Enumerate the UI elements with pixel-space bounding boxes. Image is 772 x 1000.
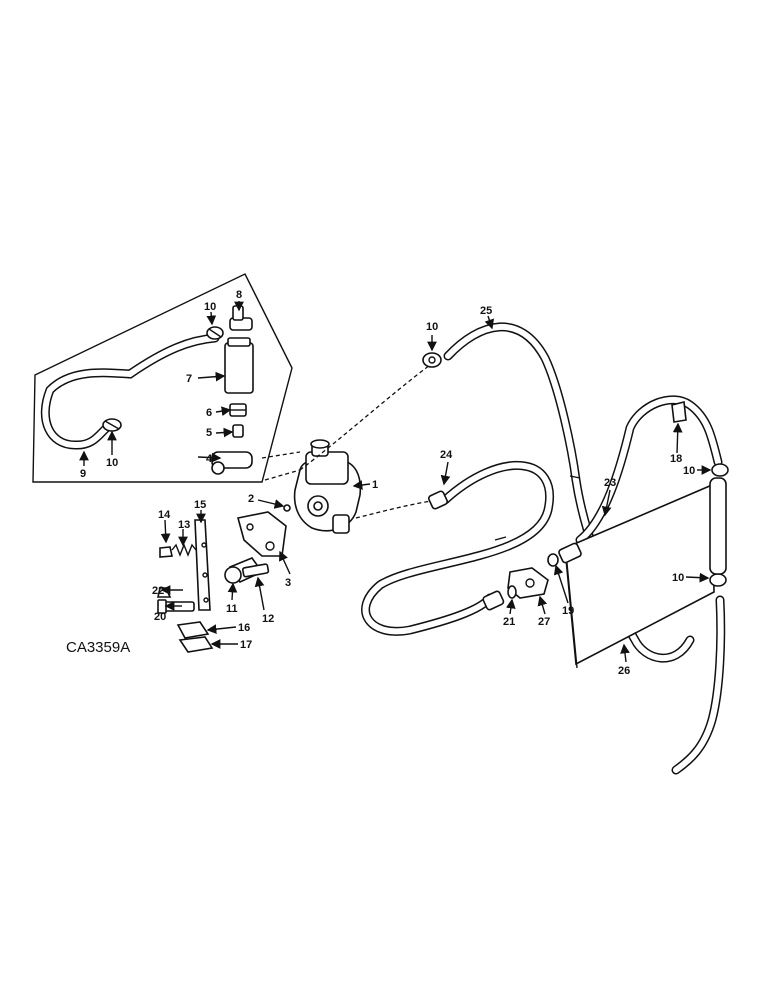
inlet-hose-nut xyxy=(482,590,505,611)
callout-2: 2 xyxy=(248,493,254,505)
inset-tee-fitting xyxy=(211,451,253,475)
oil-cooler xyxy=(564,483,715,669)
callout-8: 8 xyxy=(236,289,242,301)
return-hose-cut-line xyxy=(494,536,507,541)
callout-4: 4 xyxy=(206,453,213,465)
inset-panel xyxy=(32,273,293,483)
pump-mounting-bracket xyxy=(237,511,287,557)
o-ring xyxy=(507,585,517,599)
callout-25: 25 xyxy=(480,305,492,317)
lock-plate-lower xyxy=(178,636,214,653)
callout-10-inset-bottom: 10 xyxy=(106,457,118,469)
inset-check-ball xyxy=(232,424,244,438)
pressure-hose xyxy=(443,322,695,663)
pump-leader-lower xyxy=(355,499,439,519)
adjusting-strap xyxy=(194,519,211,611)
inset-hose-clamp-lower xyxy=(102,418,122,432)
diagram-reference-code: CA3359A xyxy=(66,639,130,656)
hose-tube-segment xyxy=(709,477,727,575)
callout-19: 19 xyxy=(562,605,574,617)
callout-18: 18 xyxy=(670,453,682,465)
callout-7: 7 xyxy=(186,373,192,385)
hose-clamp-right-lower xyxy=(709,573,727,587)
callout-16: 16 xyxy=(238,622,250,634)
hose-clamp-top xyxy=(422,352,442,368)
callout-10-top: 10 xyxy=(426,321,438,333)
valve-body-fitting xyxy=(507,567,549,599)
callout-10-right-lower: 10 xyxy=(672,572,684,584)
pump-small-washer xyxy=(283,504,291,512)
callout-26: 26 xyxy=(618,665,630,677)
callout-12: 12 xyxy=(262,613,274,625)
callout-3: 3 xyxy=(285,577,291,589)
callout-14: 14 xyxy=(158,509,171,521)
upper-hose-cut-line xyxy=(569,475,581,479)
pump-leader-upper xyxy=(299,364,431,471)
power-steering-pump xyxy=(293,439,362,534)
callout-6: 6 xyxy=(206,407,212,419)
cooler-lower-hose xyxy=(671,595,726,775)
callout-labels: 1 2 3 4 5 6 7 8 9 10 10 10 10 10 11 12 1… xyxy=(66,289,695,677)
inset-hose xyxy=(40,333,220,450)
lock-plate-upper xyxy=(176,621,210,639)
callout-24: 24 xyxy=(440,449,453,461)
callout-11: 11 xyxy=(226,603,238,615)
inset-leader-lower xyxy=(264,469,301,481)
leader-arrows xyxy=(79,301,712,663)
pump-pin xyxy=(242,563,270,578)
return-hose xyxy=(361,461,554,636)
callout-10-inset-top: 10 xyxy=(204,301,216,313)
callout-15: 15 xyxy=(194,499,206,511)
inset-elbow-fitting xyxy=(229,305,253,331)
inset-adapter-fitting xyxy=(229,403,247,417)
callout-17: 17 xyxy=(240,639,252,651)
cooler-washer xyxy=(547,553,559,567)
callout-22: 22 xyxy=(152,585,164,597)
cooler-adapter-fitting xyxy=(558,542,582,564)
callout-21: 21 xyxy=(503,616,515,628)
inset-leader-upper xyxy=(261,451,301,459)
callout-9: 9 xyxy=(80,468,86,480)
inset-hose-clamp-upper xyxy=(206,326,224,340)
callout-5: 5 xyxy=(206,427,212,439)
eye-bolt xyxy=(159,546,173,558)
callout-13: 13 xyxy=(178,519,190,531)
cooler-inlet-hose xyxy=(575,395,723,545)
callout-1: 1 xyxy=(372,479,378,491)
inset-valve-body xyxy=(224,337,254,394)
callout-20: 20 xyxy=(154,611,166,623)
hose-clip xyxy=(671,401,687,423)
hose-clamp-right-upper xyxy=(711,463,729,477)
return-hose-nut xyxy=(427,490,449,510)
callout-27: 27 xyxy=(538,616,550,628)
callout-10-right-upper: 10 xyxy=(683,465,695,477)
callout-23: 23 xyxy=(604,477,616,489)
tension-spring xyxy=(171,543,197,557)
